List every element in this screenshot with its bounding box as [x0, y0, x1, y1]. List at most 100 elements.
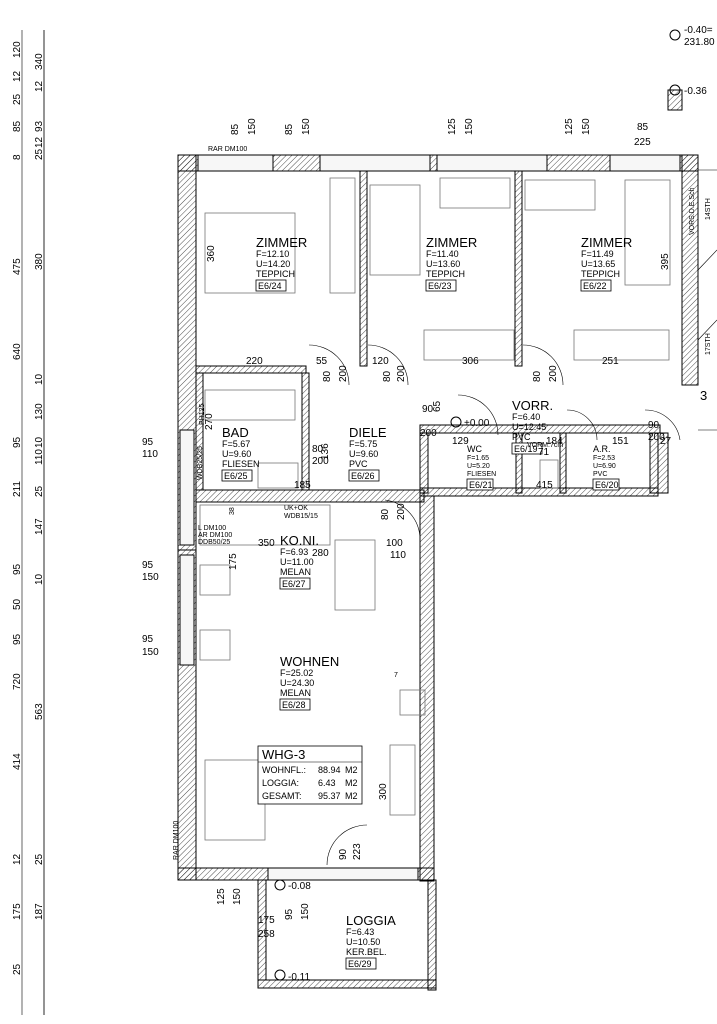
room-floor-zimmer3: TEPPICH — [581, 269, 620, 279]
label-d65: 65 — [432, 400, 443, 412]
left-dim-8: 25 — [34, 148, 45, 160]
room-code-ar-box — [592, 478, 620, 491]
label-d55: 55 — [316, 356, 328, 367]
room-area-vorr: F=6.40 — [512, 412, 540, 422]
label-door200c: 200 — [548, 365, 559, 382]
label-d220: 220 — [246, 356, 263, 367]
room-code-bad: E6/25 — [224, 471, 248, 481]
label-d251: 251 — [602, 356, 619, 367]
label-d258: 258 — [258, 929, 275, 940]
label-d150: 150 — [232, 888, 243, 905]
label-d185: 185 — [294, 480, 311, 491]
top-dim-9: 225 — [634, 137, 651, 148]
room-code-diele: E6/26 — [351, 471, 375, 481]
left-dim-6: 93 — [34, 120, 45, 132]
left-dim-18: 211 — [12, 481, 23, 497]
room-code-kn: E6/27 — [282, 579, 306, 589]
label-d90: 90 — [422, 404, 434, 415]
left-dim-25: 720 — [12, 673, 23, 690]
top-dim-2: 85 — [284, 123, 295, 135]
level-1: -0.40= — [684, 25, 713, 36]
room-area-kn: F=6.93 — [280, 547, 308, 557]
room-code-diele-box — [348, 469, 380, 482]
label-ddb: DDB50/25 — [198, 539, 230, 546]
label-d90b: 90 — [648, 420, 660, 431]
room-name-diele: DIELE — [349, 425, 387, 440]
room-code-zimmer1: E6/24 — [258, 281, 282, 291]
left-dim-0: 340 — [34, 53, 45, 70]
left-dim-16: 10 — [34, 436, 45, 448]
room-floor-zimmer2: TEPPICH — [426, 269, 465, 279]
left-dim-12: 640 — [12, 343, 23, 360]
left-dim-11: 380 — [34, 253, 45, 270]
room-perimeter-zimmer2: U=13.60 — [426, 259, 460, 269]
label-ardm: AR DM100 — [198, 532, 232, 539]
top-dim-6: 125 — [564, 118, 575, 135]
room-perimeter-diele: U=9.60 — [349, 449, 378, 459]
level-4: -0.08 — [288, 881, 311, 892]
room-code-ar: E6/20 — [595, 480, 619, 490]
label-uk: UK+OK — [284, 505, 308, 512]
level-2: -0.36 — [684, 86, 707, 97]
label-d151: 151 — [612, 436, 629, 447]
left-dim-9: 12 — [34, 136, 45, 148]
top-dim-5: 150 — [464, 118, 475, 135]
unit-row-label-0: WOHNFL.: — [262, 765, 306, 775]
room-perimeter-ar: U=6.90 — [593, 463, 616, 470]
left-dim-17: 110 — [34, 449, 45, 465]
room-area-zimmer1: F=12.10 — [256, 249, 289, 259]
label-d415: 415 — [536, 480, 553, 491]
room-name-zimmer3: ZIMMER — [581, 235, 632, 250]
room-floor-ar: PVC — [593, 471, 607, 478]
left-dim-29: 25 — [34, 853, 45, 865]
room-name-zimmer1: ZIMMER — [256, 235, 307, 250]
room-perimeter-kn: U=11.00 — [280, 557, 314, 567]
furniture — [199, 177, 671, 841]
left-dim-13: 10 — [34, 373, 45, 385]
room-code-wohnen-box — [279, 698, 311, 711]
label-d200d: 200 — [420, 428, 437, 439]
room-area-zimmer2: F=11.40 — [426, 249, 459, 259]
window-note-3: 95 — [142, 437, 154, 448]
room-code-zimmer3-box — [580, 279, 612, 292]
walls — [177, 89, 699, 991]
label-d38: 38 — [229, 507, 236, 515]
room-code-wohnen: E6/28 — [282, 700, 306, 710]
window-note-4b: 150 — [142, 572, 159, 583]
window-note-3b: 110 — [142, 449, 158, 460]
label-bad_h: 360 — [206, 245, 217, 262]
label-d395: 395 — [660, 253, 671, 270]
label-door80b: 80 — [382, 370, 393, 382]
label-d125: 125 — [216, 888, 227, 905]
unit-row-unit-0: M2 — [345, 765, 358, 775]
window-note-2: RAR DM100 — [173, 821, 180, 860]
label-ldm: L DM100 — [198, 525, 226, 532]
unit-title: WHG-3 — [262, 747, 305, 762]
label-d71: 71 — [538, 447, 550, 458]
label-d150b: 150 — [300, 903, 311, 920]
top-dim-8: 85 — [637, 122, 649, 133]
top-dim-7: 150 — [581, 118, 592, 135]
label-d175b: 175 — [228, 553, 239, 570]
label-d129: 129 — [452, 436, 469, 447]
left-dim-14: 130 — [34, 403, 45, 420]
room-code-vorr: E6/19 — [514, 444, 538, 454]
label-d100: 100 — [386, 538, 403, 549]
window-note-5b: 150 — [142, 647, 159, 658]
label-d80f: 80 — [312, 444, 324, 455]
unit-row-value-2: 95.37 — [318, 791, 341, 801]
label-d350: 350 — [258, 538, 275, 549]
label-d300: 300 — [378, 783, 389, 800]
window-note-4: 95 — [142, 560, 154, 571]
label-d27: 27 — [660, 436, 672, 447]
level-markers — [274, 29, 681, 981]
room-floor-wc: FLIESEN — [467, 471, 496, 478]
room-floor-vorr: PVC — [512, 432, 531, 442]
left-dim-26: 563 — [34, 703, 45, 720]
room-area-loggia: F=6.43 — [346, 927, 374, 937]
room-code-zimmer2-box — [425, 279, 457, 292]
level-1b: 231.80 — [684, 37, 715, 48]
label-d110: 110 — [390, 550, 406, 561]
left-dim-27: 414 — [12, 753, 23, 770]
